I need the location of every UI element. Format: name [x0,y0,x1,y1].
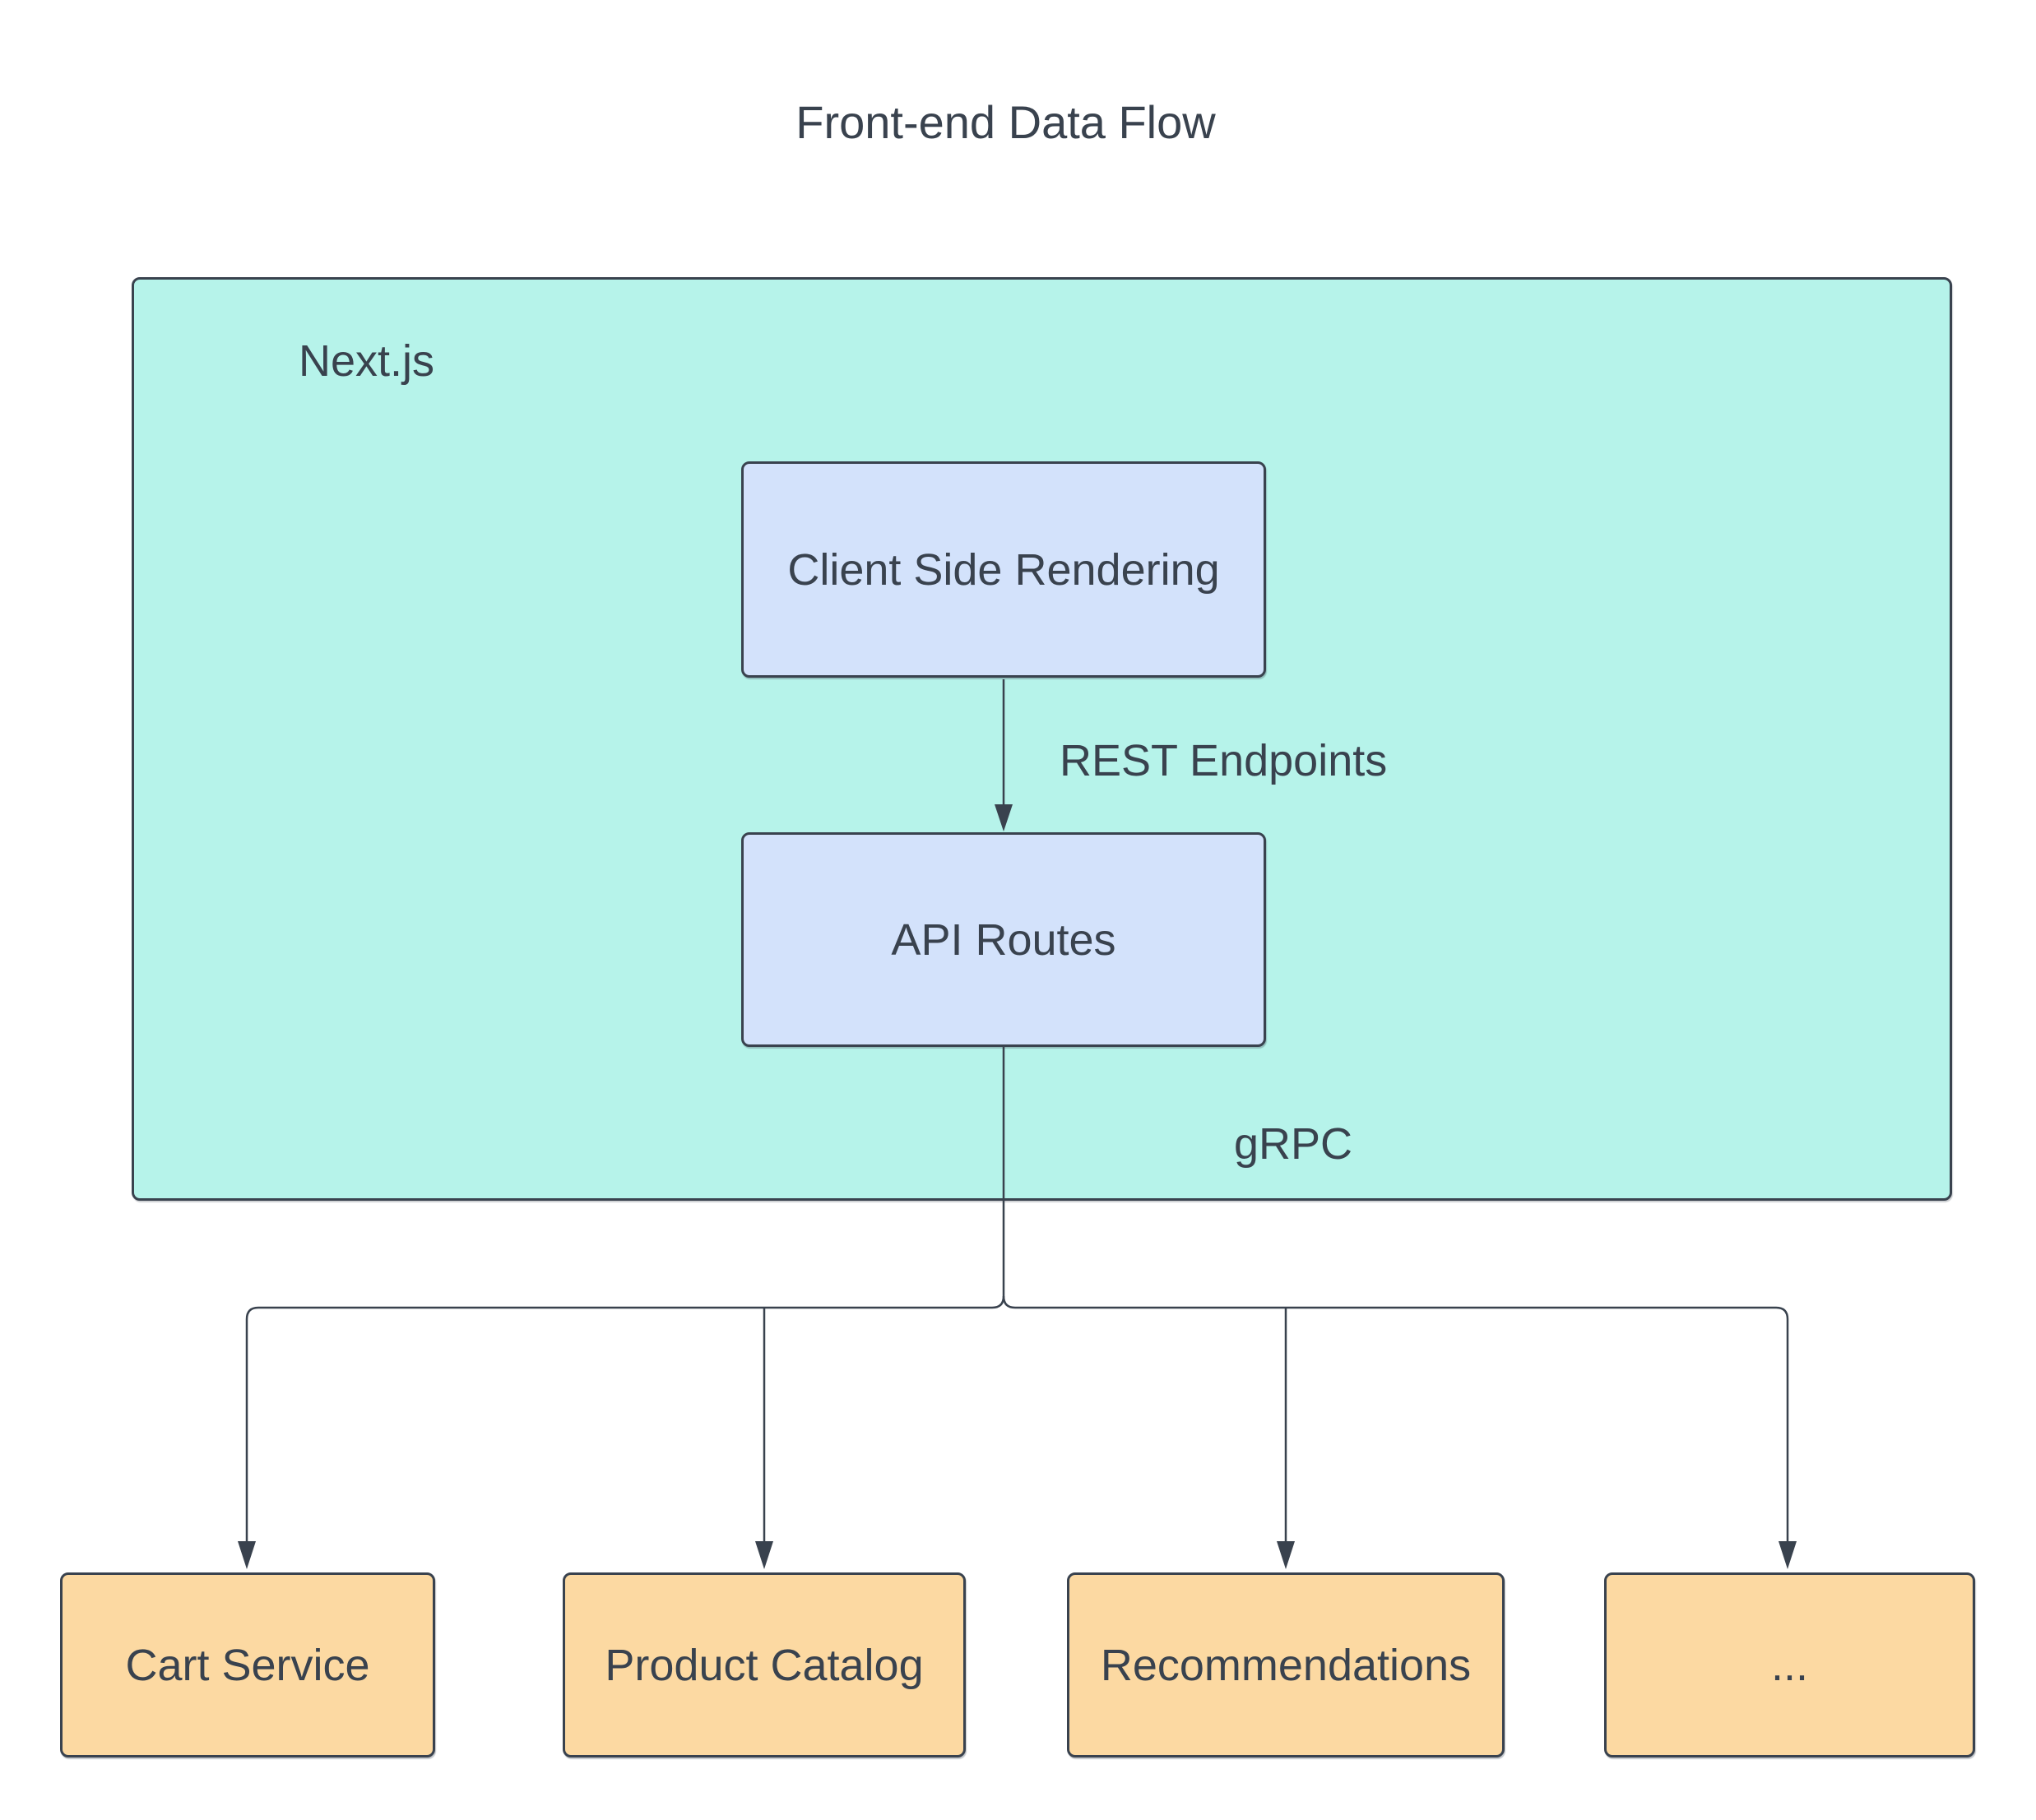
service-node-recommendations-label: Recommendations [1100,1640,1472,1690]
service-node-ellipsis-label: ... [1770,1640,1808,1690]
nextjs-container [132,277,1952,1201]
node-client-side-rendering-label: Client Side Rendering [787,544,1220,595]
service-node-cart-label: Cart Service [125,1640,370,1690]
arrowhead-cart-service [238,1541,256,1569]
service-node-ellipsis: ... [1604,1572,1975,1757]
arrowhead-dots [1779,1541,1797,1569]
arrowhead-product-catalog [755,1541,773,1569]
edge-label-rest-endpoints: REST Endpoints [1060,736,1388,785]
service-node-product-catalog-label: Product Catalog [605,1640,924,1690]
node-api-routes: API Routes [741,832,1266,1047]
edge-label-grpc: gRPC [1234,1119,1353,1169]
service-node-product-catalog: Product Catalog [563,1572,966,1757]
nextjs-container-label: Next.js [299,336,435,386]
service-node-recommendations: Recommendations [1067,1572,1505,1757]
service-node-cart: Cart Service [60,1572,435,1757]
node-api-routes-label: API Routes [891,915,1116,965]
diagram-title: Front-end Data Flow [795,96,1216,148]
edge-api-to-dots [1002,1295,1789,1541]
node-client-side-rendering: Client Side Rendering [741,461,1266,678]
arrowhead-recommendations [1277,1541,1295,1569]
